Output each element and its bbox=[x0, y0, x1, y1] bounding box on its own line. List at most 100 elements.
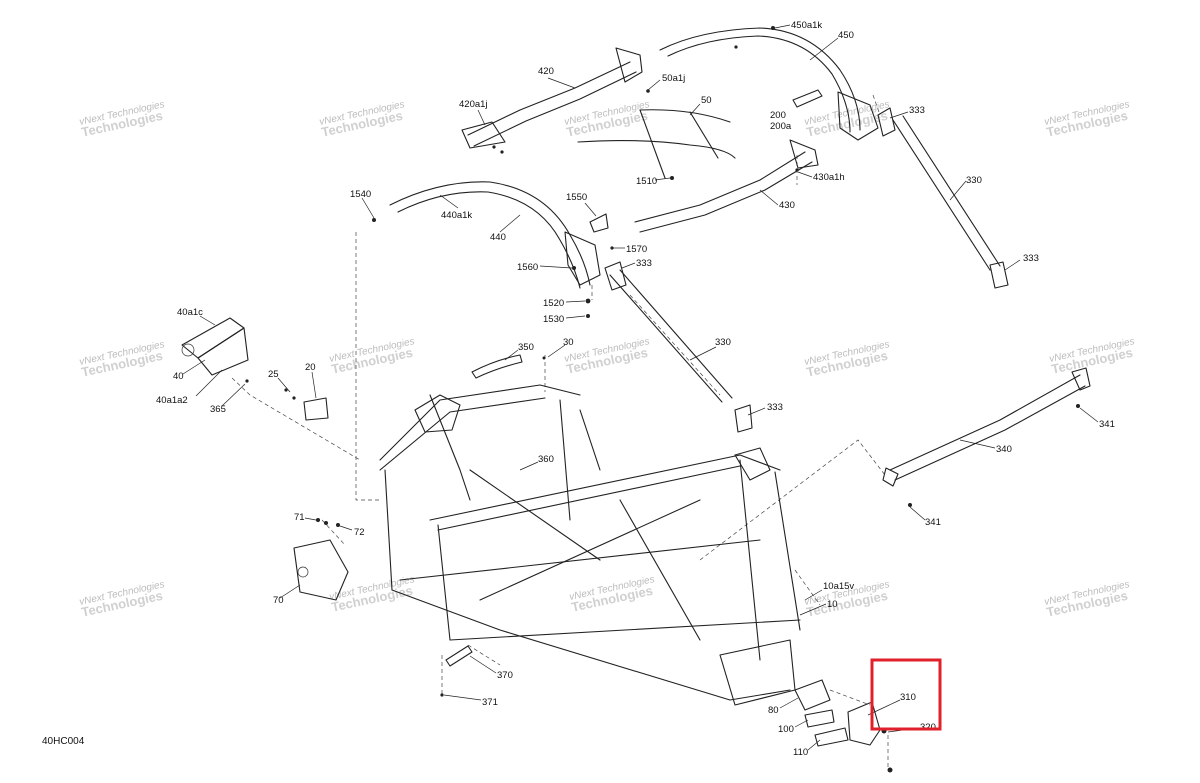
watermark: vNext Technologies Technologies bbox=[563, 99, 650, 140]
fastener-1510 bbox=[670, 176, 674, 180]
bar-440-inner bbox=[397, 191, 581, 289]
bracket-310 bbox=[847, 701, 881, 746]
leader-50 bbox=[689, 103, 701, 116]
leader-333-top bbox=[889, 111, 909, 119]
fastener-371 bbox=[440, 693, 444, 697]
frame-bottom-rail bbox=[391, 589, 791, 701]
label-450: 450 bbox=[838, 30, 854, 41]
clip-20 bbox=[303, 397, 329, 421]
leader-430a1h bbox=[797, 171, 813, 178]
label-70: 70 bbox=[273, 595, 284, 606]
guide-line-370 bbox=[467, 644, 501, 666]
label-360: 360 bbox=[538, 454, 554, 465]
label-110: 110 bbox=[793, 747, 808, 758]
watermark: vNext Technologies Technologies bbox=[78, 339, 165, 380]
frame-rear-mount bbox=[734, 447, 771, 481]
fastener-71 bbox=[324, 521, 328, 525]
watermark: vNext Technologies Technologies bbox=[318, 99, 405, 140]
frame-mount-bracket bbox=[414, 394, 461, 433]
part-310-bracket-assembly bbox=[794, 679, 893, 773]
label-40: 40 bbox=[173, 371, 184, 382]
label-440: 440 bbox=[490, 232, 506, 243]
clip-370 bbox=[445, 645, 473, 667]
fastener-1530 bbox=[586, 314, 590, 318]
fastener-450a1k bbox=[771, 26, 775, 30]
watermark: vNext Technologies Technologies bbox=[803, 339, 890, 380]
leader-440a1k bbox=[439, 194, 459, 209]
guide-line-10 bbox=[794, 569, 821, 606]
label-72: 72 bbox=[354, 527, 365, 538]
highlight-box-310 bbox=[870, 658, 942, 731]
watermark: vNext Technologies Technologies bbox=[568, 574, 655, 615]
part-40-bracket bbox=[181, 317, 249, 376]
fastener-1540 bbox=[372, 218, 376, 222]
leader-440 bbox=[499, 214, 521, 233]
end-333-lower-top bbox=[604, 261, 627, 291]
bracket-430-right bbox=[789, 139, 819, 169]
leader-20 bbox=[311, 371, 317, 399]
leader-10 bbox=[799, 603, 827, 616]
plate-100 bbox=[804, 709, 835, 728]
label-200a: 200a bbox=[770, 121, 792, 132]
leader-1560 bbox=[539, 265, 573, 269]
watermark: vNext Technologies Technologies bbox=[563, 336, 650, 377]
label-10a15v: 10a15v bbox=[823, 581, 854, 592]
leader-71 bbox=[304, 517, 317, 521]
watermark: vNext Technologies Technologies bbox=[78, 99, 165, 140]
part-350-strap bbox=[471, 354, 523, 379]
fastener-341 bbox=[908, 503, 912, 507]
label-1520: 1520 bbox=[543, 298, 564, 309]
leader-330-upper bbox=[949, 180, 967, 201]
end-333-lower-bottom bbox=[734, 404, 753, 433]
watermark: vNext Technologies Technologies bbox=[1043, 579, 1130, 620]
label-1530: 1530 bbox=[543, 314, 564, 325]
brace-50-back bbox=[639, 109, 731, 123]
leader-340 bbox=[959, 439, 996, 449]
bar-430-top bbox=[634, 151, 806, 223]
part-440-front-roll-bar bbox=[389, 181, 601, 289]
leader-1530 bbox=[565, 315, 586, 319]
guide-line-40 bbox=[231, 377, 361, 461]
fastener-450 bbox=[734, 45, 738, 49]
label-30: 30 bbox=[563, 337, 574, 348]
leader-333-upper-bottom bbox=[1004, 259, 1021, 271]
end-333-upper-top bbox=[877, 107, 896, 137]
tube-330-lower-a bbox=[609, 274, 723, 403]
fastener-25 bbox=[292, 396, 296, 400]
frame-top-long-rail bbox=[429, 454, 781, 521]
fastener-341 bbox=[1076, 404, 1080, 408]
bar-340-right-end bbox=[1071, 367, 1091, 391]
frame-floor-rail bbox=[399, 539, 761, 581]
guide-line-330-center bbox=[629, 294, 721, 396]
part-50-brace bbox=[577, 89, 736, 179]
frame-brace-5 bbox=[579, 409, 601, 471]
leader-10a15v bbox=[804, 589, 823, 601]
bar-420-top bbox=[467, 61, 631, 136]
leader-50a1j bbox=[647, 79, 661, 91]
label-371: 371 bbox=[482, 697, 498, 708]
frame-top-left-rail-inner bbox=[379, 397, 546, 471]
guide-line-left-roll-bar bbox=[355, 232, 380, 501]
label-365: 365 bbox=[210, 404, 226, 415]
fastener-1560 bbox=[572, 266, 576, 270]
frame-post-rear-right bbox=[739, 459, 761, 661]
leader-341-left bbox=[909, 506, 926, 521]
frame-brace-6 bbox=[429, 394, 471, 501]
label-71: 71 bbox=[294, 512, 305, 523]
label-350: 350 bbox=[518, 342, 534, 353]
part-420-cross-bar bbox=[461, 47, 643, 149]
fastener bbox=[500, 150, 504, 154]
fastener-1520 bbox=[585, 298, 591, 304]
leader-330-lower bbox=[689, 346, 717, 361]
small-fasteners bbox=[245, 145, 1080, 697]
part-200-insert bbox=[792, 89, 823, 108]
frame-post-rear-outer bbox=[774, 471, 801, 631]
guide-line-340 bbox=[699, 439, 886, 561]
frame-brace-4 bbox=[479, 499, 701, 601]
frame-top-long-rail-inner bbox=[437, 465, 741, 531]
leader-100 bbox=[794, 719, 809, 728]
bracket-420-left bbox=[461, 121, 506, 149]
mount-70 bbox=[293, 539, 349, 601]
fastener-365 bbox=[245, 379, 249, 383]
